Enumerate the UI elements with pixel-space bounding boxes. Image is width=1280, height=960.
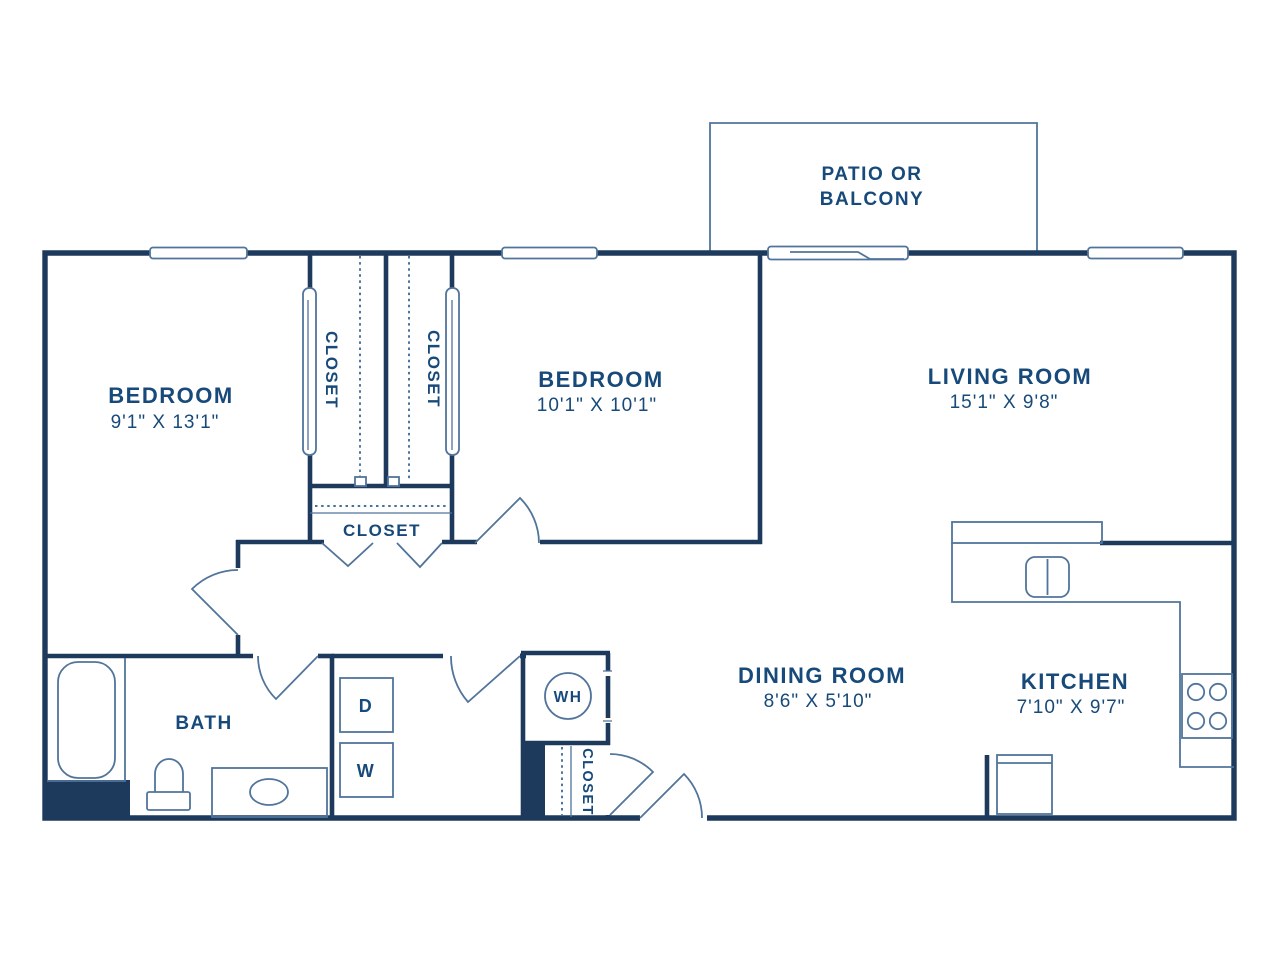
closet-sliding-panels bbox=[302, 287, 460, 456]
closet1-door-panel bbox=[302, 287, 317, 456]
dining-room-dims: 8'6" X 5'10" bbox=[764, 691, 873, 712]
interior-walls bbox=[45, 253, 1234, 818]
dining-room-label: DINING ROOM bbox=[738, 663, 906, 688]
bath-fixtures bbox=[47, 658, 328, 818]
closet-wall-fill bbox=[524, 745, 545, 818]
window-bedroom2 bbox=[501, 246, 598, 260]
kitchen-dims: 7'10" X 9'7" bbox=[1017, 697, 1126, 718]
room-labels: PATIO OR BALCONY BEDROOM 9'1" X 13'1" BE… bbox=[108, 164, 1129, 816]
windows bbox=[149, 246, 1184, 260]
exterior-walls bbox=[42, 250, 1237, 821]
bath-door-arc bbox=[257, 655, 319, 701]
kitchen-counter bbox=[951, 543, 1234, 768]
dryer-label: D bbox=[359, 696, 374, 716]
toilet bbox=[146, 758, 191, 811]
window-living-room bbox=[1087, 246, 1184, 260]
rod-end-cap bbox=[354, 476, 367, 487]
bifold-doors bbox=[321, 542, 443, 569]
closet4-label: CLOSET bbox=[579, 748, 595, 816]
kitchen-fixtures bbox=[951, 521, 1234, 815]
living-room-label: LIVING ROOM bbox=[928, 364, 1092, 389]
closet2-label: CLOSET bbox=[424, 330, 443, 408]
wh-door-ticks bbox=[603, 670, 612, 722]
bedroom2-label: BEDROOM bbox=[538, 367, 663, 392]
bath-wall-fill bbox=[45, 780, 130, 818]
bedroom1-dims: 9'1" X 13'1" bbox=[111, 412, 220, 433]
vanity-sink bbox=[211, 767, 328, 818]
stove bbox=[1181, 673, 1233, 739]
window-bedroom1 bbox=[149, 246, 248, 260]
patio-label-line2: BALCONY bbox=[820, 189, 924, 210]
dryer bbox=[339, 677, 394, 733]
bedroom2-dims: 10'1" X 10'1" bbox=[537, 395, 657, 416]
closet-rod-lines bbox=[310, 256, 572, 817]
kitchen-label: KITCHEN bbox=[1021, 669, 1129, 694]
washer bbox=[339, 742, 394, 798]
patio-outline bbox=[709, 122, 1038, 251]
kitchen-sink bbox=[1025, 556, 1070, 598]
bath-label: BATH bbox=[175, 713, 232, 734]
hall-closet-door-arc bbox=[609, 753, 655, 816]
breakfast-bar bbox=[951, 521, 1103, 544]
water-heater-label: WH bbox=[554, 689, 583, 706]
patio-label-line1: PATIO OR bbox=[821, 164, 922, 185]
rod-end-cap bbox=[387, 476, 400, 487]
doors bbox=[190, 496, 703, 819]
closet3-label: CLOSET bbox=[343, 521, 421, 540]
tub-surround bbox=[47, 658, 126, 782]
living-room-dims: 15'1" X 9'8" bbox=[950, 392, 1059, 413]
washer-label: W bbox=[357, 761, 376, 781]
bedroom2-door-arc bbox=[474, 496, 540, 544]
laundry-fixtures bbox=[339, 672, 592, 798]
bedroom1-door-arc bbox=[190, 569, 239, 636]
entry-door-arc bbox=[639, 772, 703, 819]
closet1-label: CLOSET bbox=[322, 331, 341, 409]
bathtub bbox=[57, 661, 116, 779]
bedroom1-label: BEDROOM bbox=[108, 383, 233, 408]
patio-sliding-door bbox=[767, 245, 909, 261]
dishwasher bbox=[996, 754, 1053, 815]
water-heater bbox=[544, 672, 592, 720]
laundry-door-arc bbox=[450, 655, 521, 704]
